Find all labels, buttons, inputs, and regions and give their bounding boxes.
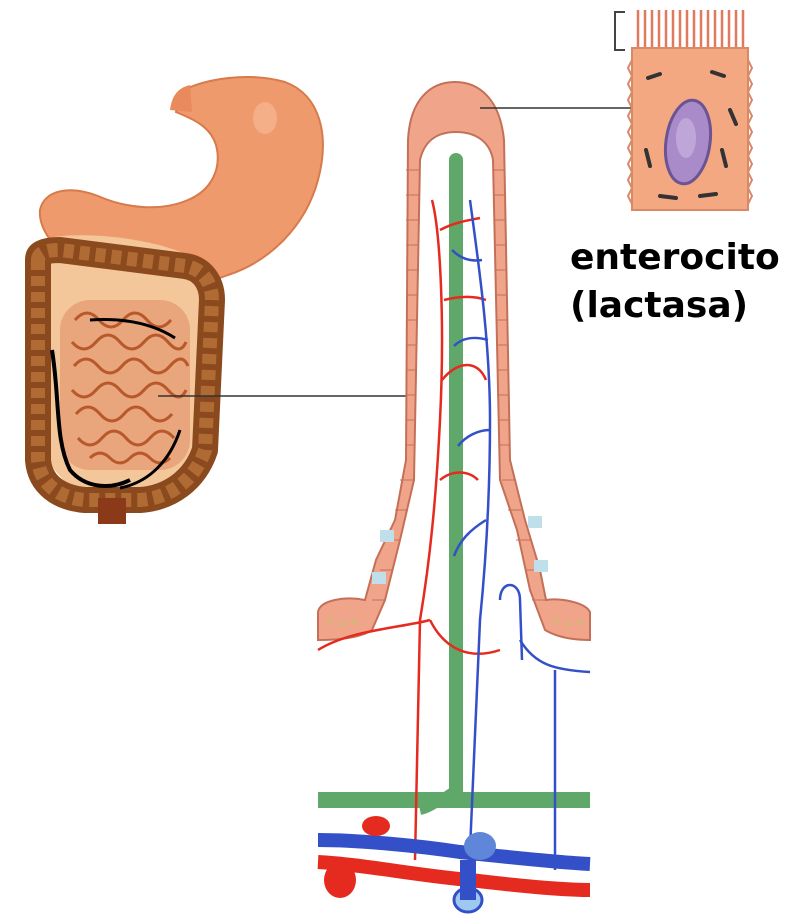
intestine-illustration — [38, 235, 212, 524]
lactase-label: (lactasa) — [570, 283, 748, 329]
enterocyte-cell-illustration — [615, 10, 752, 210]
villus-illustration — [318, 82, 590, 912]
enterocyte-label: enterocito — [570, 235, 780, 281]
